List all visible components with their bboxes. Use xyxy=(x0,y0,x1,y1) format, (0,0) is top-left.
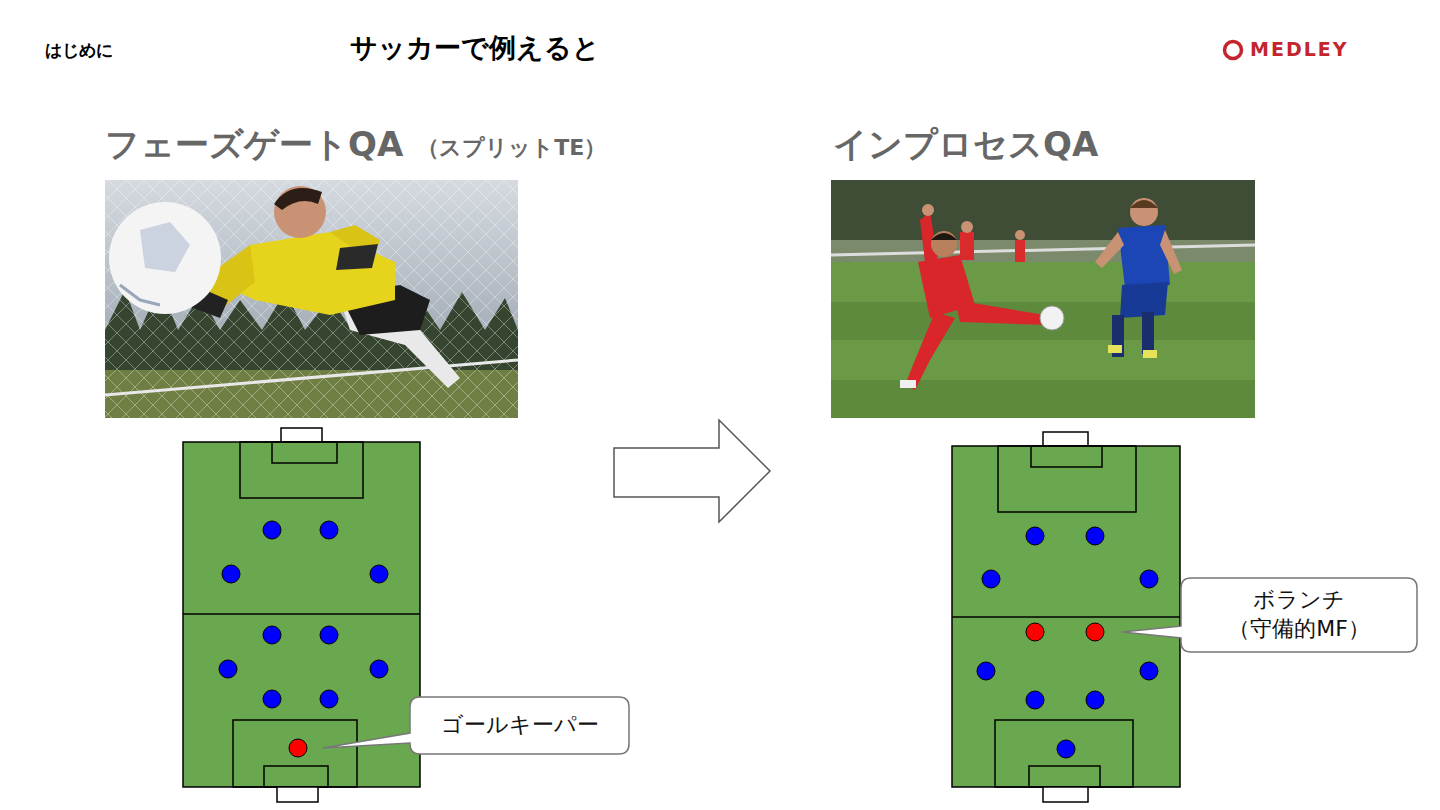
match-photo xyxy=(1118,225,1170,288)
goalkeeper-photo xyxy=(336,244,378,270)
soccer-field xyxy=(998,446,1136,512)
soccer-field xyxy=(1043,432,1088,446)
match-photo xyxy=(1130,198,1158,226)
player-dot xyxy=(1140,662,1158,680)
match-photo xyxy=(1143,350,1157,358)
player-dot xyxy=(1086,623,1104,641)
goalkeeper-photo xyxy=(274,188,322,210)
soccer-field xyxy=(1029,766,1100,787)
soccer-field xyxy=(952,446,1180,787)
match-photo xyxy=(1095,232,1124,268)
player-dot xyxy=(320,626,338,644)
player-dot xyxy=(263,626,281,644)
match-photo xyxy=(1108,345,1122,353)
player-dot xyxy=(263,521,281,539)
player-dot xyxy=(263,690,281,708)
soccer-field xyxy=(952,432,1180,802)
player-dot xyxy=(1026,691,1044,709)
soccer-field xyxy=(281,428,322,442)
callout-text-group: ボランチ （守備的MF） xyxy=(1209,586,1389,643)
soccer-field xyxy=(240,442,363,498)
soccer-field xyxy=(1043,787,1088,802)
match-photo xyxy=(831,180,1255,418)
match-photo xyxy=(831,245,1255,255)
soccer-field xyxy=(233,720,357,787)
player-dot xyxy=(977,662,995,680)
callout-text: ボランチ （守備的MF） xyxy=(1209,586,1389,643)
logo-mark xyxy=(1225,42,1242,59)
callout-box: ゴールキーパー xyxy=(410,697,629,754)
goalkeeper-photo xyxy=(140,222,190,272)
player-dot xyxy=(1026,527,1044,545)
match-photo xyxy=(922,204,934,216)
goalkeeper-photo xyxy=(105,180,518,418)
slide-title: サッカーで例えると xyxy=(350,32,600,64)
callout-outline xyxy=(323,697,629,754)
logo-text: MEDLEY xyxy=(1250,38,1349,61)
player-dot xyxy=(977,527,1158,758)
match-photo xyxy=(960,232,974,260)
player-dot xyxy=(219,521,388,757)
soccer-field xyxy=(995,720,1133,787)
goalkeeper-photo xyxy=(274,186,326,238)
match-photo xyxy=(831,180,1255,418)
match-photo xyxy=(1015,240,1025,262)
player-dot xyxy=(1140,570,1158,588)
soccer-field xyxy=(183,442,420,787)
match-photo xyxy=(1142,312,1154,354)
match-photo xyxy=(905,312,955,390)
match-photo xyxy=(1130,200,1158,208)
soccer-field xyxy=(272,442,337,463)
match-photo xyxy=(900,380,916,388)
match-photo xyxy=(831,180,1255,250)
player-dot xyxy=(982,570,1000,588)
player-dot xyxy=(289,739,307,757)
soccer-field xyxy=(183,428,420,802)
match-photo xyxy=(831,240,1255,262)
callout-outline xyxy=(1122,578,1417,652)
goalkeeper-photo xyxy=(120,285,160,305)
transition-arrow xyxy=(614,420,770,522)
match-photo xyxy=(931,231,957,257)
player-dot xyxy=(320,690,338,708)
player-dot xyxy=(370,660,388,678)
soccer-field xyxy=(183,613,420,615)
player-dot xyxy=(1086,527,1104,545)
match-photo xyxy=(1040,306,1064,330)
section-label: はじめに xyxy=(45,40,113,60)
match-photo xyxy=(955,300,1048,325)
soccer-field xyxy=(264,766,328,787)
player-dot xyxy=(370,565,388,583)
goalkeeper-photo xyxy=(109,202,221,314)
match-photo xyxy=(1160,230,1182,274)
match-photo xyxy=(931,233,957,240)
goalkeeper-photo xyxy=(105,180,518,418)
callout-box: ボランチ （守備的MF） xyxy=(1181,578,1417,652)
match-photo xyxy=(961,221,973,233)
player-dot xyxy=(1026,623,1044,641)
soccer-field xyxy=(1031,446,1102,467)
column-subheading: （スプリットTE） xyxy=(417,135,606,161)
match-photo xyxy=(831,340,1255,380)
logo-mark xyxy=(1225,42,1242,59)
callout-text-group: ゴールキーパー xyxy=(441,711,599,740)
callout-text: ゴールキーパー xyxy=(441,711,599,740)
column-heading: インプロセスQA xyxy=(833,124,1098,165)
player-dot xyxy=(320,521,338,539)
column-heading: フェーズゲートQA xyxy=(105,124,403,165)
player-dot xyxy=(219,660,237,678)
soccer-field xyxy=(952,616,1180,618)
match-photo xyxy=(831,262,1255,302)
player-dot xyxy=(1086,691,1104,709)
match-photo xyxy=(1015,230,1025,240)
goalkeeper-photo xyxy=(105,180,518,418)
player-dot xyxy=(222,565,240,583)
soccer-field xyxy=(277,787,318,802)
player-dot xyxy=(1057,740,1075,758)
